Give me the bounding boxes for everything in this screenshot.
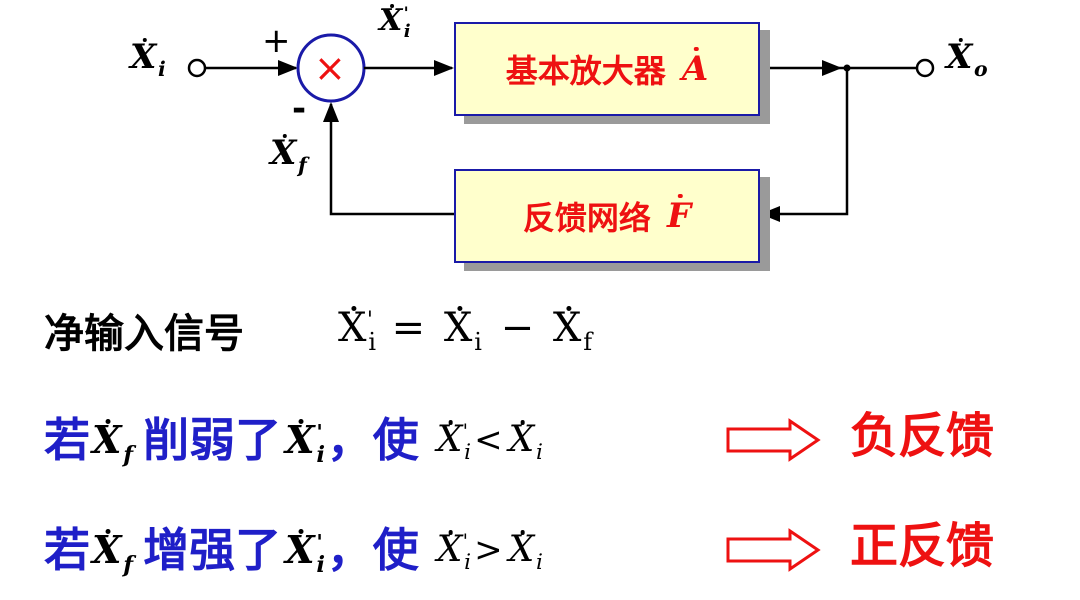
input-terminal (187, 58, 207, 78)
positive-feedback-result: 正反馈 (850, 518, 995, 574)
feedback-network-symbol: F (666, 196, 692, 236)
output-signal-label: Xo (946, 37, 988, 81)
implies-arrow-negative (726, 418, 821, 462)
feedback-signal-label: Xf (270, 133, 307, 177)
rule-negative-feedback: 若 Xf 削弱了 Xi' ，使 Xi' < Xi (44, 413, 543, 468)
summing-symbol: × (314, 46, 346, 90)
net-input-equation: Xi' = Xi − Xf (338, 305, 593, 357)
implies-arrow-positive (726, 528, 821, 572)
feedback-network-box: 反馈网络 F (454, 169, 760, 263)
output-terminal (915, 58, 935, 78)
negative-feedback-result: 负反馈 (850, 408, 995, 464)
plus-sign: + (262, 21, 291, 61)
amplifier-label: 基本放大器 (505, 52, 666, 90)
minus-sign: - (292, 89, 307, 129)
input-signal-label: Xi (130, 37, 166, 81)
amplifier-symbol: A (681, 49, 709, 89)
feedback-network-label: 反馈网络 (522, 199, 651, 237)
net-input-signal-label: Xi' (379, 3, 411, 42)
amplifier-box: 基本放大器 A (454, 22, 760, 116)
equation-label: 净输入信号 (44, 311, 244, 357)
wire-output-to-feedback (760, 68, 849, 222)
wire-feedback-to-sum (323, 102, 456, 216)
rule-positive-feedback: 若 Xf 增强了 Xi' ，使 Xi' > Xi (44, 523, 543, 578)
